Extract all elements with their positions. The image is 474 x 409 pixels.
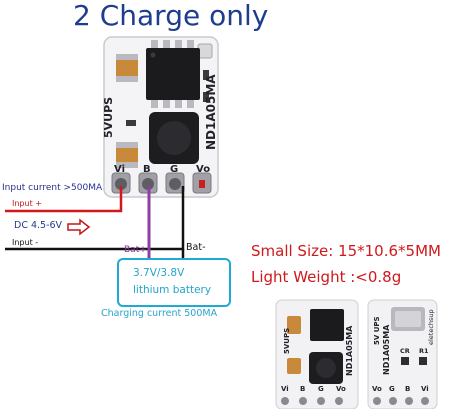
photo-front-silk-left: 5VUPS	[283, 328, 291, 354]
battery-voltage-label: 3.7V/3.8V	[133, 267, 185, 279]
photo-back-part-cr: CR	[400, 347, 410, 355]
pin-label-g: G	[170, 164, 178, 175]
size-spec-label: Small Size: 15*10.6*5MM	[251, 242, 441, 260]
charging-current-label: Charging current 500MA	[101, 308, 218, 319]
photo-back-pin-vi: Vi	[421, 385, 429, 393]
input-plus-label: Input +	[12, 199, 42, 208]
solder-pad-icon	[192, 172, 212, 194]
photo-back: 5V UPS ND1A05MA eletechsup CR R1 Vo G B …	[364, 299, 439, 409]
bat-plus-label: Bat+	[124, 245, 147, 255]
pin-label-b: B	[143, 164, 151, 175]
wire-ground	[5, 186, 185, 258]
photo-back-part-r1: R1	[419, 347, 429, 355]
photo-back-silk-side: eletechsup	[427, 309, 435, 345]
pin-label-vo: Vo	[196, 164, 210, 175]
photo-back-pin-g: G	[389, 385, 395, 393]
capacitor	[116, 142, 138, 168]
solder-pad-icon	[165, 172, 185, 194]
photo-back-silk-top: 5V UPS	[373, 316, 381, 345]
page-title: 2 Charge only	[73, 0, 269, 32]
board-silk-right: ND1A05MA	[204, 74, 218, 150]
photo-back-pin-b: B	[405, 385, 410, 393]
battery-box: 3.7V/3.8V lithium battery	[117, 258, 231, 307]
weight-spec-label: Light Weight :<0.8g	[251, 268, 402, 286]
bat-minus-label: Bat-	[186, 242, 206, 253]
outline-right-arrow-icon	[67, 218, 91, 236]
input-current-label: Input current >500MA	[2, 183, 103, 193]
photo-front-pin-vi: Vi	[281, 385, 289, 393]
input-minus-label: Input -	[12, 238, 39, 247]
pin-label-vi: Vi	[114, 164, 125, 175]
wire-input-plus	[5, 186, 123, 213]
battery-type-label: lithium battery	[133, 284, 212, 296]
capacitor	[116, 54, 138, 82]
photo-back-pin-vo: Vo	[372, 385, 382, 393]
photo-front-pin-b: B	[300, 385, 305, 393]
photo-front-pin-vo: Vo	[336, 385, 346, 393]
photo-front-silk-right: ND1A05MA	[345, 325, 354, 376]
board-silk-left: 5VUPS	[102, 97, 115, 138]
ic-chip	[146, 40, 200, 108]
dc-input-label: DC 4.5-6V	[14, 220, 63, 231]
photo-front-pin-g: G	[318, 385, 324, 393]
photo-back-silk-main: ND1A05MA	[382, 324, 391, 375]
photo-front: 5VUPS ND1A05MA Vi B G Vo	[270, 299, 365, 409]
module-board: 5VUPS ND1A05MA Vi B G Vo	[102, 36, 219, 198]
inductor	[149, 112, 199, 164]
